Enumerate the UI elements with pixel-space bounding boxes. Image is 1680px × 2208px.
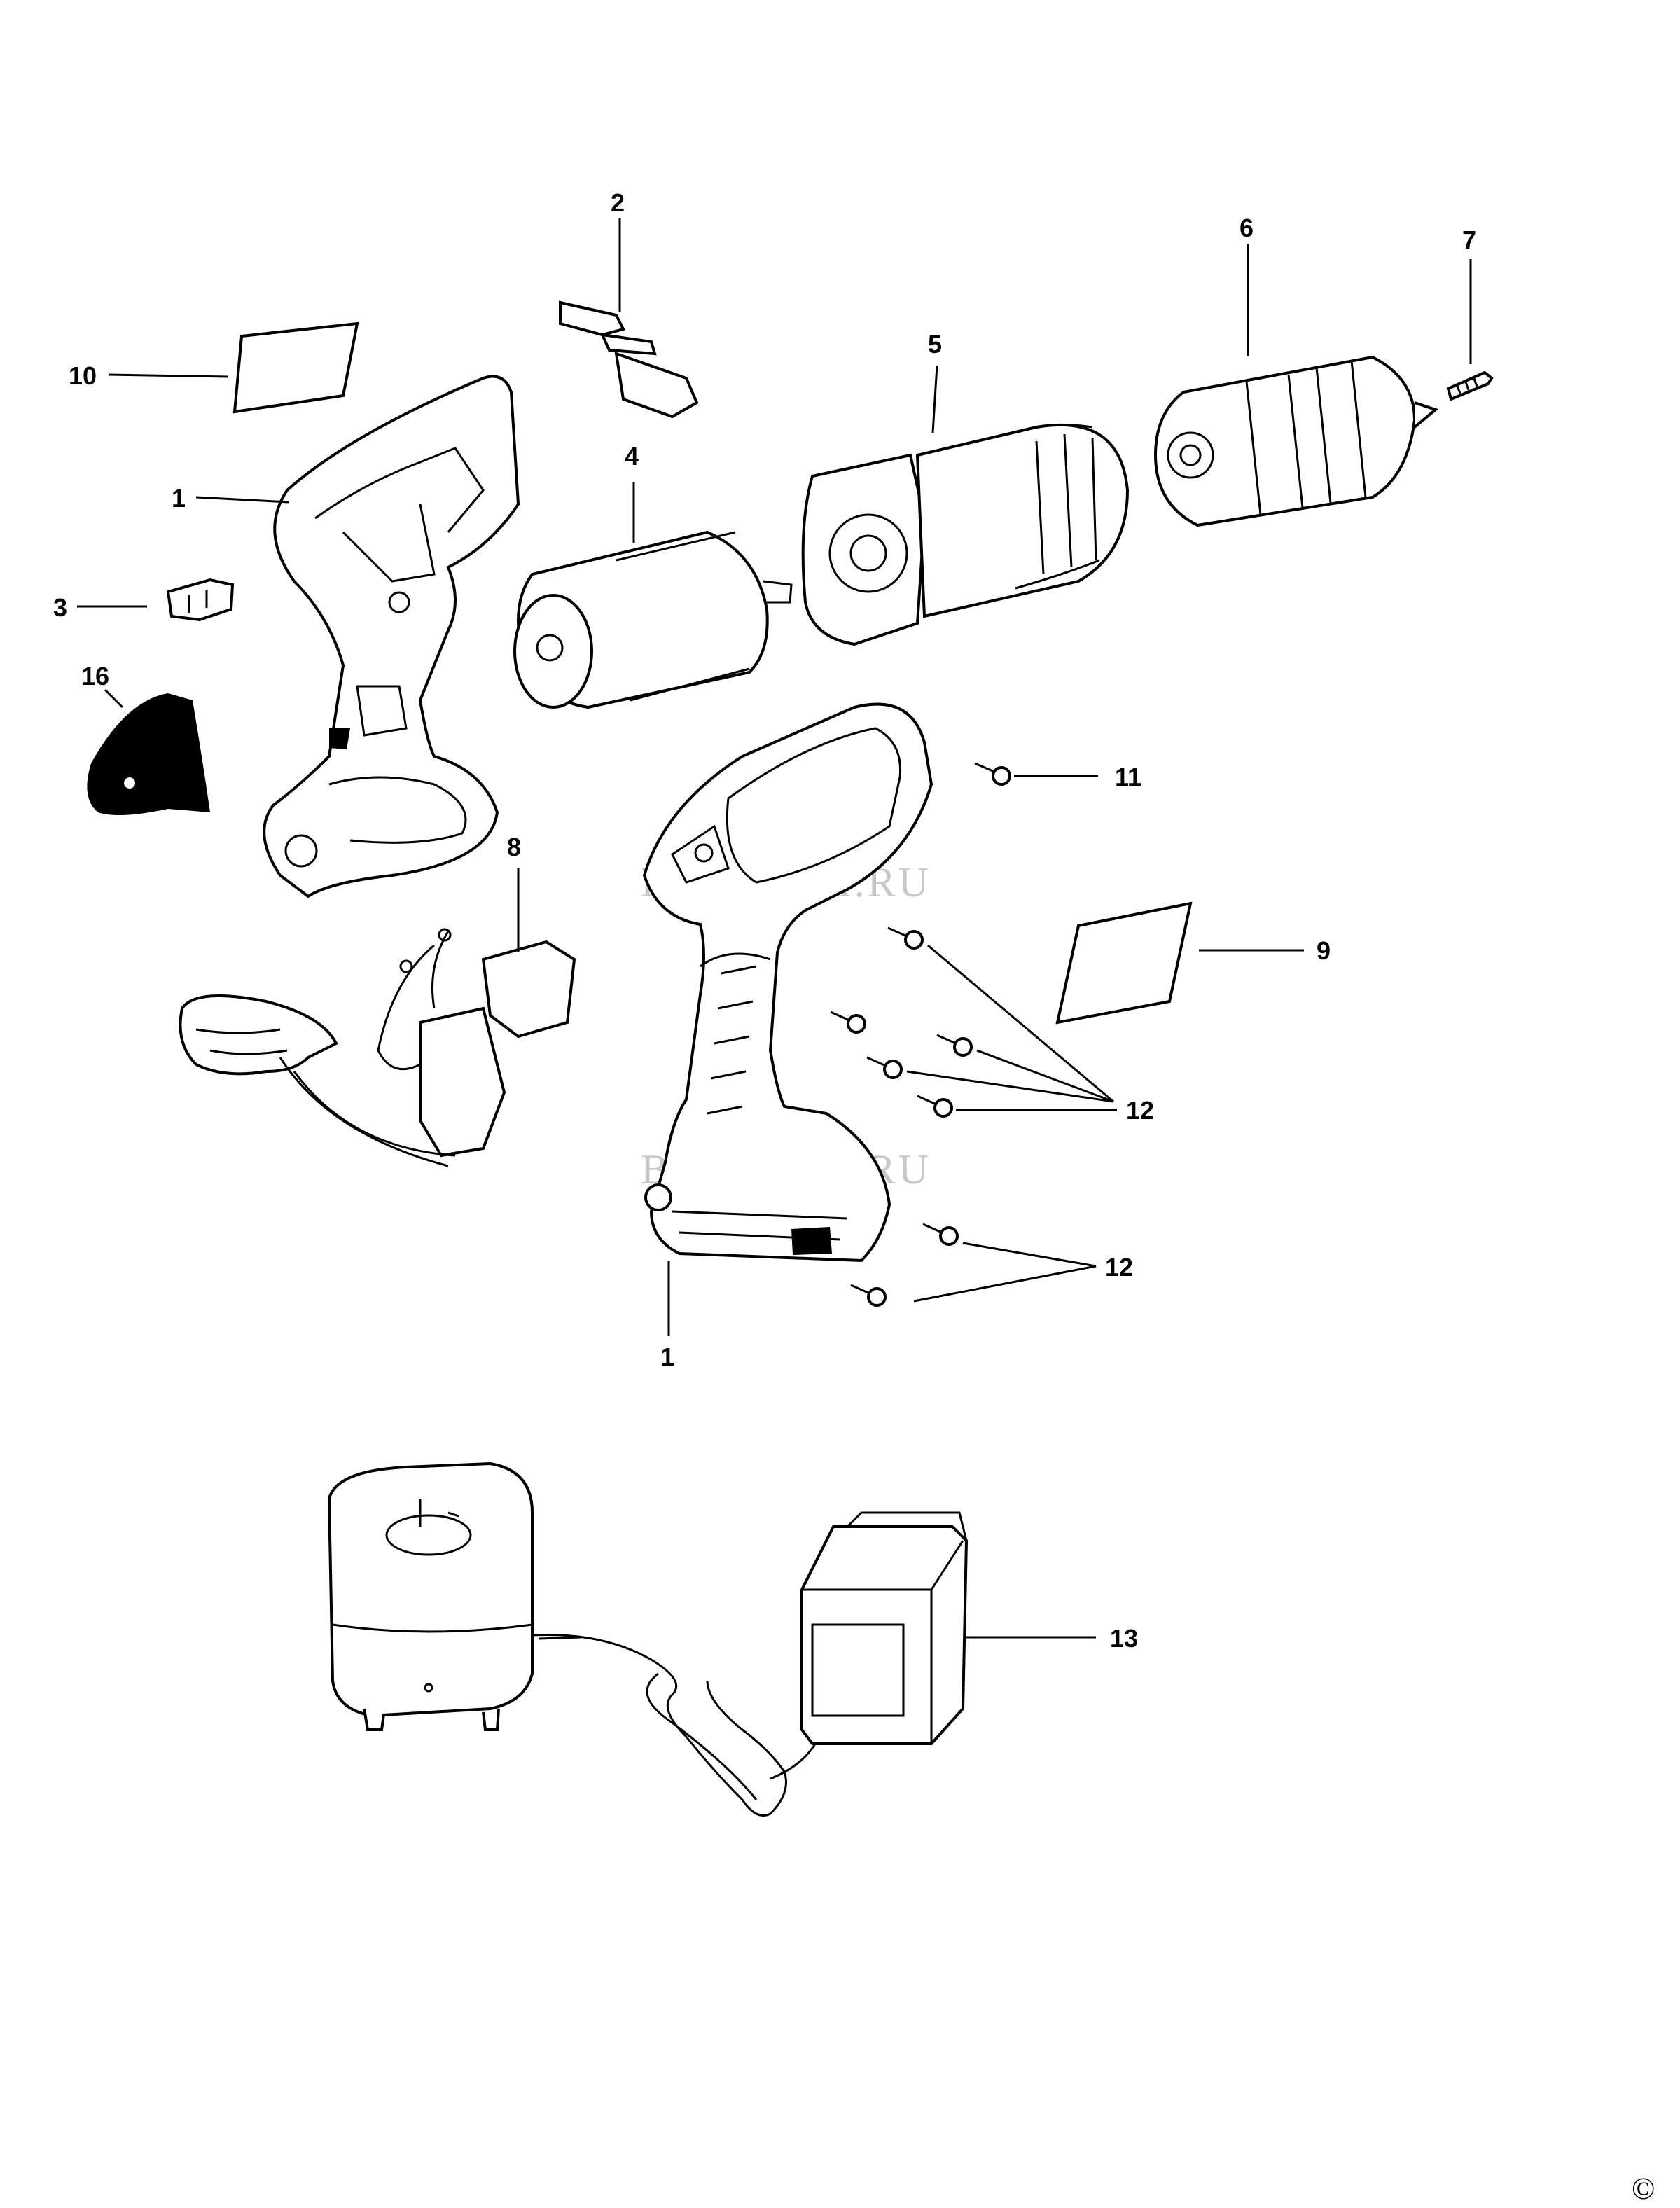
leader-10 <box>108 373 228 378</box>
leader-lines <box>77 218 1472 1639</box>
leader-12a-2 <box>976 1049 1114 1103</box>
callout-8: 8 <box>507 833 521 861</box>
callout-5: 5 <box>928 330 942 359</box>
callout-labels: 10 2 1 3 16 4 5 6 7 8 11 9 12 12 1 13 <box>53 188 1476 1653</box>
part-1-drill-body <box>642 702 933 1263</box>
part-1-housing-half <box>263 375 520 898</box>
callout-16: 16 <box>81 662 109 690</box>
callout-12-upper: 12 <box>1126 1096 1154 1125</box>
leader-5 <box>931 365 938 433</box>
callout-10: 10 <box>69 361 97 390</box>
callout-1-bottom: 1 <box>660 1342 674 1371</box>
part-5-gearbox <box>801 423 1130 646</box>
part-7-screw <box>1446 370 1494 401</box>
leader-12a-1 <box>927 944 1114 1103</box>
part-12-screws-upper <box>830 926 973 1118</box>
part-12-screws-lower <box>850 1223 959 1307</box>
leader-1a <box>195 496 289 504</box>
callout-1-top: 1 <box>172 484 186 513</box>
part-11-screw <box>974 762 1011 786</box>
part-9-label <box>1055 901 1193 1025</box>
callout-11: 11 <box>1115 763 1141 791</box>
part-4-motor <box>513 530 793 709</box>
part-10-label <box>232 321 359 414</box>
part-8-switch-assembly <box>179 928 576 1167</box>
leader-16 <box>104 688 124 709</box>
callout-2: 2 <box>611 188 625 217</box>
charger-cable <box>532 1633 821 1817</box>
callout-4: 4 <box>625 442 639 471</box>
callout-9: 9 <box>1317 936 1331 965</box>
part-3-clip <box>166 578 235 622</box>
leader-12b-2 <box>913 1265 1097 1303</box>
charger-base <box>327 1461 534 1731</box>
callout-13: 13 <box>1110 1624 1138 1653</box>
leader-12a-3 <box>906 1070 1114 1103</box>
part-6-chuck <box>1153 355 1439 527</box>
callout-12-lower: 12 <box>1105 1253 1133 1282</box>
leader-12b-1 <box>962 1242 1097 1268</box>
callout-7: 7 <box>1462 225 1476 254</box>
callout-6: 6 <box>1240 214 1254 242</box>
callout-3: 3 <box>53 593 67 622</box>
part-16-pad <box>87 693 210 815</box>
part-2-switch-slider <box>559 300 699 419</box>
part-13-transformer <box>800 1511 969 1745</box>
copyright-mark: © <box>1632 2172 1655 2206</box>
